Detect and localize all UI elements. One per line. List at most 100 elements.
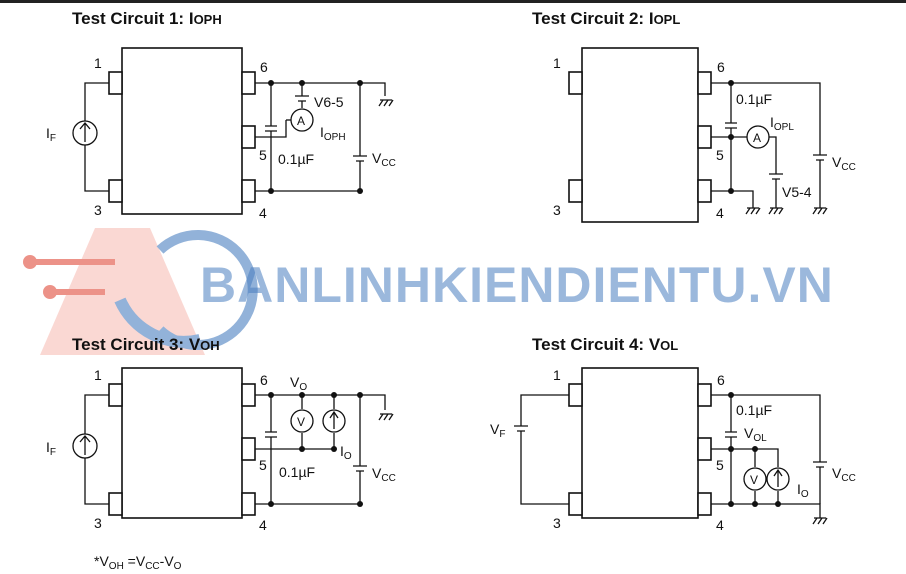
bottom-rail-4 — [711, 503, 821, 518]
pin-6-pad — [697, 71, 712, 95]
pin5-wire-1 — [255, 120, 287, 138]
pin-label-6: 6 — [717, 59, 725, 75]
optocoupler-1 — [121, 47, 243, 215]
test-circuit-1: Test Circuit 1: IOPH 1 3 6 5 4 IF 0.1µF … — [46, 9, 396, 221]
pin-6-pad — [241, 383, 256, 407]
circuit-1-title: Test Circuit 1: IOPH — [72, 9, 222, 28]
pin-label-5: 5 — [716, 457, 724, 473]
top-rail-2 — [711, 82, 821, 155]
meter-wires-4 — [711, 448, 779, 504]
pin-5-pad — [697, 125, 712, 149]
circuit-4-title: Test Circuit 4: VOL — [532, 335, 678, 354]
bypass-capacitor-2 — [725, 83, 737, 191]
current-arrow-icon — [79, 434, 91, 455]
source-label-1: IF — [46, 125, 56, 144]
top-rail-4 — [711, 394, 821, 462]
bypass-capacitor-1 — [265, 83, 277, 191]
supply-label-2: VCC — [832, 154, 856, 173]
voh-note: *VOH =VCC-VO — [94, 553, 182, 572]
supply-label-4: VCC — [832, 465, 856, 484]
pin-label-5: 5 — [716, 147, 724, 163]
ground-icon — [378, 99, 394, 107]
pin-1-pad — [108, 383, 123, 407]
input-wire-1 — [84, 82, 109, 192]
current-arrow-icon — [79, 121, 91, 142]
pin-5-pad — [241, 437, 256, 461]
watermark-logo-icon — [23, 228, 258, 355]
pin-3-pad — [108, 492, 123, 516]
current-arrow-icon — [329, 410, 339, 429]
pin-label-6: 6 — [260, 372, 268, 388]
measure-label-2: IOPL — [770, 114, 794, 133]
pin-5-pad — [241, 125, 256, 149]
cap-label-3: 0.1µF — [279, 464, 315, 480]
measure-label-1: IOPH — [320, 124, 346, 143]
pin-label-1: 1 — [553, 55, 561, 71]
ammeter-1-symbol: A — [297, 114, 305, 128]
test-circuit-2: Test Circuit 2: IOPL 1 3 6 5 4 0.1µF A I… — [532, 9, 856, 223]
ground-icon — [812, 207, 828, 215]
pin-4-pad — [697, 492, 712, 516]
output-label-3: VO — [290, 374, 307, 393]
test-circuit-4: Test Circuit 4: VOL 1 3 6 5 4 VF 0.1µF V… — [490, 335, 856, 533]
pin-label-4: 4 — [259, 205, 267, 221]
input-wire-3 — [84, 394, 109, 505]
ground-icon — [745, 207, 761, 215]
pin-4-pad — [241, 179, 256, 203]
supply-battery-2 — [813, 154, 827, 208]
watermark-text: BANLINHKIENDIENTU.VN — [200, 257, 834, 313]
vf-label-4: VF — [490, 421, 505, 440]
pin-5-pad — [697, 437, 712, 461]
pin-label-3: 3 — [94, 515, 102, 531]
pin-label-5: 5 — [259, 147, 267, 163]
voltmeter-4-icon — [743, 467, 767, 491]
pin-label-1: 1 — [553, 367, 561, 383]
io-label-3: IO — [340, 443, 352, 462]
ammeter-2-symbol: A — [753, 131, 761, 145]
cap-label-2: 0.1µF — [736, 91, 772, 107]
top-rail-1 — [255, 82, 386, 96]
pin-label-1: 1 — [94, 367, 102, 383]
top-rail-3 — [255, 394, 386, 410]
watermark: BANLINHKIENDIENTU.VN — [23, 228, 834, 355]
bias-battery-1 — [295, 83, 309, 108]
pin-label-4: 4 — [716, 205, 724, 221]
io-label-4: IO — [797, 481, 809, 500]
bias-label-1: V6-5 — [314, 94, 344, 110]
pin-label-6: 6 — [260, 59, 268, 75]
supply-battery-4 — [813, 461, 827, 504]
bias-label-2: V5-4 — [782, 184, 812, 200]
pin-3-pad — [108, 179, 123, 203]
bypass-capacitor-3 — [265, 395, 277, 504]
cap-label-4: 0.1µF — [736, 402, 772, 418]
supply-label-1: VCC — [372, 150, 396, 169]
bypass-capacitor-4 — [725, 395, 737, 504]
pin-3-pad — [568, 492, 583, 516]
top-border — [0, 0, 906, 3]
current-arrow-icon — [773, 468, 783, 487]
circuit-3-title: Test Circuit 3: VOH — [72, 335, 220, 354]
pin-4-pad — [697, 179, 712, 203]
ground-icon — [768, 207, 784, 215]
optocoupler-2 — [581, 47, 699, 223]
supply-battery-1 — [353, 83, 367, 191]
bias-battery-2 — [769, 136, 783, 208]
pin-3-pad — [568, 179, 583, 203]
supply-label-3: VCC — [372, 465, 396, 484]
supply-battery-3 — [353, 395, 367, 504]
pin-label-3: 3 — [94, 202, 102, 218]
pin-label-1: 1 — [94, 55, 102, 71]
optocoupler-4 — [581, 367, 699, 519]
pin-1-pad — [568, 71, 583, 95]
bottom-rail-2 — [711, 190, 754, 208]
source-label-3: IF — [46, 439, 56, 458]
optocoupler-3 — [121, 367, 243, 519]
pin-1-pad — [108, 71, 123, 95]
pin-label-4: 4 — [716, 517, 724, 533]
vf-battery-4 — [514, 394, 569, 505]
pin-6-pad — [697, 383, 712, 407]
test-circuit-3: Test Circuit 3: VOH 1 3 6 5 4 IF 0.1µF V… — [46, 335, 396, 572]
voltmeter-3-icon — [290, 409, 314, 433]
measure-label-4: VOL — [744, 425, 767, 444]
